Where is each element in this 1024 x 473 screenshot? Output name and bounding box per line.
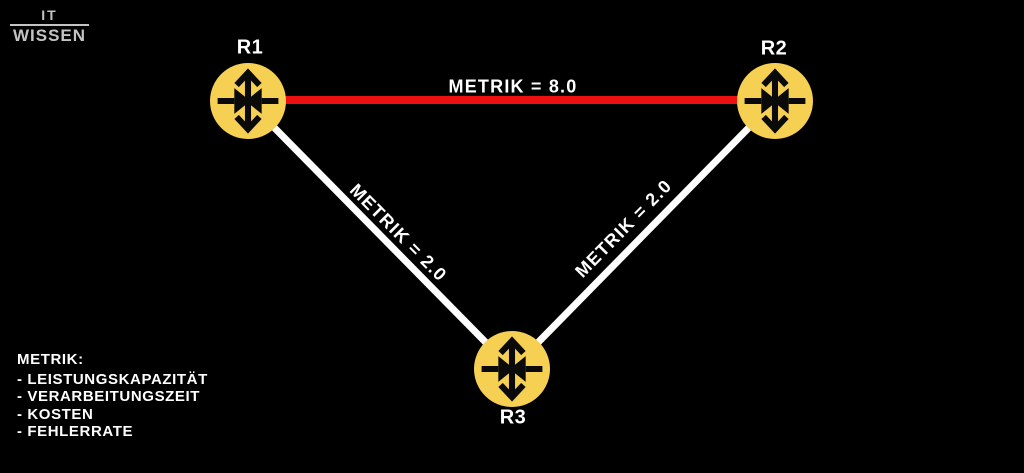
- router-icon-r2: [737, 63, 813, 139]
- legend-title: METRIK:: [17, 351, 84, 368]
- link-label-r1-r2: METRIK = 8.0: [448, 76, 578, 97]
- node-label-r2: R2: [760, 37, 788, 60]
- router-arrows-icon: [744, 68, 806, 134]
- brand-logo-rule: [10, 24, 89, 26]
- legend-item: - VERARBEITUNGSZEIT: [17, 388, 201, 405]
- router-icon-r3: [474, 331, 550, 407]
- node-label-r3: R3: [499, 406, 527, 429]
- brand-logo-line2: WISSEN: [12, 26, 87, 45]
- brand-logo-line1: IT: [41, 7, 58, 23]
- brand-logo: IT WISSEN: [10, 8, 89, 44]
- legend: METRIK: - LEISTUNGSKAPAZITÄT - VERARBEIT…: [17, 351, 208, 441]
- node-label-r1: R1: [236, 36, 264, 59]
- legend-item: - KOSTEN: [17, 405, 94, 423]
- router-arrows-icon: [217, 68, 279, 134]
- router-icon-r1: [210, 63, 286, 139]
- legend-item: - FEHLERRATE: [17, 423, 134, 440]
- link-r2-r3: [509, 98, 778, 372]
- legend-item: - LEISTUNGSKAPAZITÄT: [17, 370, 208, 388]
- link-r1-r3: [245, 98, 515, 372]
- router-arrows-icon: [481, 336, 543, 402]
